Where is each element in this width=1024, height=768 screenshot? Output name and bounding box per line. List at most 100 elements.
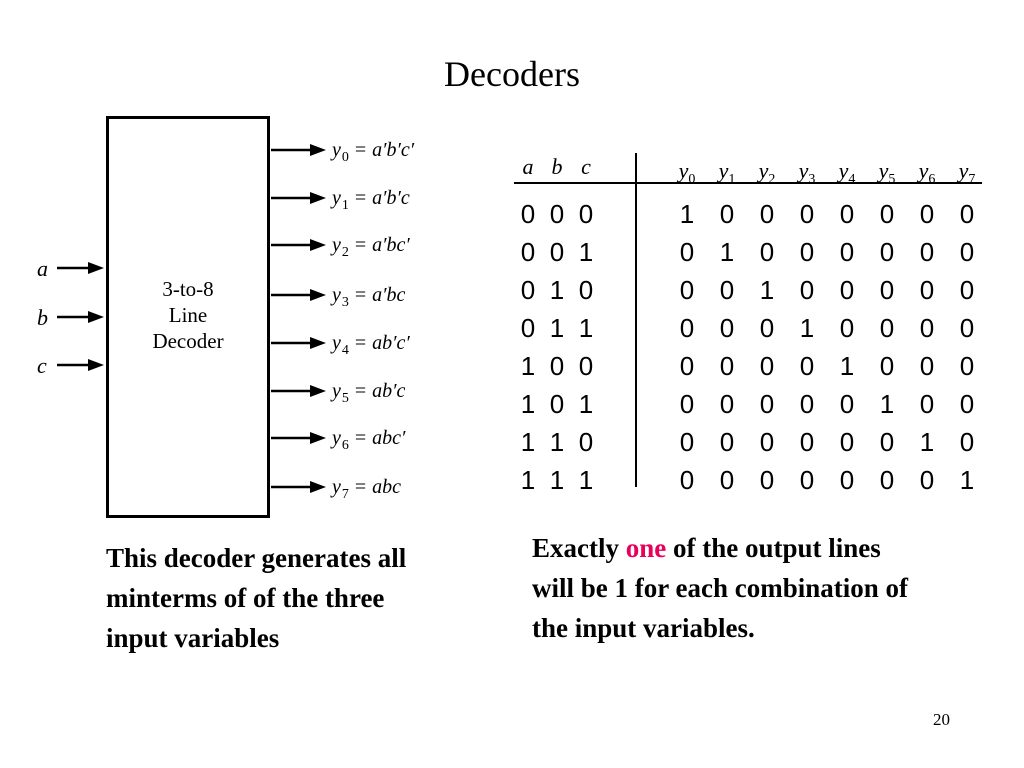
truth-table-output-cell: 0 bbox=[839, 199, 855, 229]
input-label-c: c bbox=[37, 353, 47, 378]
truth-table-output-cell: 1 bbox=[919, 427, 935, 457]
equals-sign: = bbox=[354, 139, 367, 161]
equals-sign: = bbox=[354, 427, 367, 449]
output-equation-subscript: 7 bbox=[341, 487, 349, 502]
output-equation-expression: a′bc′ bbox=[372, 234, 410, 256]
truth-table-output-cell: 0 bbox=[919, 389, 935, 419]
caption-right-before: Exactly bbox=[532, 533, 626, 563]
output-equation-name: y bbox=[332, 476, 341, 498]
truth-table-output-cell: 0 bbox=[959, 313, 975, 343]
truth-table-output-cell: 1 bbox=[839, 351, 855, 381]
decoder-label-line-3: Decoder bbox=[152, 329, 224, 353]
truth-table-input-cell: 0 bbox=[520, 237, 536, 267]
output-equation-subscript: 2 bbox=[341, 245, 349, 260]
truth-table-output-cell: 0 bbox=[679, 237, 695, 267]
truth-table-output-cell: 0 bbox=[799, 237, 815, 267]
output-equation-subscript: 1 bbox=[341, 198, 349, 213]
truth-table-output-header: y1 bbox=[718, 158, 736, 187]
truth-table-output-cell: 0 bbox=[879, 237, 895, 267]
truth-table-output-header: y5 bbox=[878, 158, 896, 187]
output-equation-subscript: 6 bbox=[341, 438, 349, 453]
decoder-label-line-1: 3-to-8 bbox=[162, 277, 214, 301]
truth-table-output-cell: 0 bbox=[959, 237, 975, 267]
truth-table-input-cell: 0 bbox=[549, 389, 565, 419]
caption-right-after: of the output lines will be 1 for each c… bbox=[532, 533, 908, 643]
truth-table-output-cell: 1 bbox=[679, 199, 695, 229]
truth-table-output-cell: 1 bbox=[799, 313, 815, 343]
truth-table-output-cell: 0 bbox=[679, 275, 695, 305]
truth-table-output-cell: 0 bbox=[759, 351, 775, 381]
truth-table-output-header: y3 bbox=[798, 158, 816, 187]
output-equation-name: y bbox=[332, 284, 341, 306]
output-equation-expression: a′b′c bbox=[372, 187, 410, 209]
truth-table-output-cell: 0 bbox=[799, 199, 815, 229]
truth-table-output-cell: 0 bbox=[839, 389, 855, 419]
truth-table-input-cell: 1 bbox=[578, 313, 594, 343]
truth-table-output-cell: 0 bbox=[839, 427, 855, 457]
truth-table-input-cell: 0 bbox=[549, 199, 565, 229]
truth-table-input-cell: 0 bbox=[549, 237, 565, 267]
output-equation-expression: abc′ bbox=[372, 427, 406, 449]
truth-table-input-header: a bbox=[522, 154, 534, 179]
truth-table-output-cell: 0 bbox=[959, 351, 975, 381]
output-equation-1: y1=a′b′c bbox=[332, 186, 410, 218]
truth-table-output-cell: 0 bbox=[799, 389, 815, 419]
output-equation-7: y7=abc bbox=[332, 475, 401, 507]
truth-table-output-cell: 0 bbox=[919, 237, 935, 267]
output-equation-expression: a′b′c′ bbox=[372, 139, 415, 161]
output-equation-name: y bbox=[332, 427, 341, 449]
output-equation-expression: abc bbox=[372, 476, 402, 498]
truth-table-input-cell: 0 bbox=[520, 313, 536, 343]
truth-table-input-cell: 1 bbox=[549, 427, 565, 457]
truth-table-output-cell: 0 bbox=[759, 427, 775, 457]
truth-table-input-cell: 1 bbox=[578, 237, 594, 267]
equals-sign: = bbox=[354, 332, 367, 354]
truth-table-output-cell: 0 bbox=[919, 313, 935, 343]
truth-table-output-cell: 0 bbox=[879, 313, 895, 343]
truth-table-output-cell: 0 bbox=[839, 465, 855, 495]
output-arrow-0 bbox=[271, 144, 326, 156]
truth-table-output-cell: 0 bbox=[919, 199, 935, 229]
equals-sign: = bbox=[354, 234, 367, 256]
slide-title: Decoders bbox=[444, 54, 580, 94]
output-equation-expression: a′bc bbox=[372, 284, 406, 306]
truth-table-output-cell: 0 bbox=[679, 427, 695, 457]
truth-table-input-cell: 1 bbox=[578, 389, 594, 419]
output-arrow-6 bbox=[271, 432, 326, 444]
truth-table-input-cell: 0 bbox=[578, 427, 594, 457]
truth-table-input-cell: 0 bbox=[520, 199, 536, 229]
output-equation-expression: ab′c bbox=[372, 380, 406, 402]
truth-table-output-cell: 0 bbox=[959, 427, 975, 457]
output-equation-6: y6 =abc′ bbox=[332, 426, 405, 458]
input-arrow-a bbox=[57, 262, 104, 274]
truth-table-output-cell: 0 bbox=[879, 465, 895, 495]
truth-table-output-cell: 0 bbox=[839, 237, 855, 267]
truth-table-output-cell: 0 bbox=[759, 465, 775, 495]
truth-table-output-cell: 0 bbox=[959, 199, 975, 229]
equals-sign: = bbox=[354, 380, 367, 402]
truth-table-output-cell: 0 bbox=[759, 389, 775, 419]
output-arrow-1 bbox=[271, 192, 326, 204]
truth-table-output-cell: 0 bbox=[959, 389, 975, 419]
truth-table-output-cell: 0 bbox=[759, 237, 775, 267]
truth-table-output-cell: 1 bbox=[959, 465, 975, 495]
truth-table-input-cell: 1 bbox=[520, 351, 536, 381]
output-equation-4: y4=ab′c′ bbox=[332, 331, 410, 363]
input-arrow-b bbox=[57, 311, 104, 323]
truth-table-output-cell: 0 bbox=[719, 313, 735, 343]
output-equation-name: y bbox=[332, 380, 341, 402]
truth-table-output-cell: 0 bbox=[679, 465, 695, 495]
decoder-label-line-2: Line bbox=[168, 303, 208, 327]
output-equation-name: y bbox=[332, 234, 341, 256]
output-equation-expression: ab′c′ bbox=[372, 332, 410, 354]
truth-table-output-cell: 0 bbox=[919, 351, 935, 381]
truth-table-output-cell: 0 bbox=[719, 351, 735, 381]
truth-table-output-header: y2 bbox=[758, 158, 776, 187]
truth-table-output-header: y4 bbox=[838, 158, 856, 187]
truth-table-output-cell: 0 bbox=[719, 427, 735, 457]
output-equation-5: y5=ab′c bbox=[332, 379, 405, 411]
truth-table-output-cell: 0 bbox=[719, 389, 735, 419]
truth-table-output-cell: 0 bbox=[719, 199, 735, 229]
caption-right: Exactly one of the output lines will be … bbox=[532, 528, 912, 648]
equals-sign: = bbox=[354, 284, 367, 306]
